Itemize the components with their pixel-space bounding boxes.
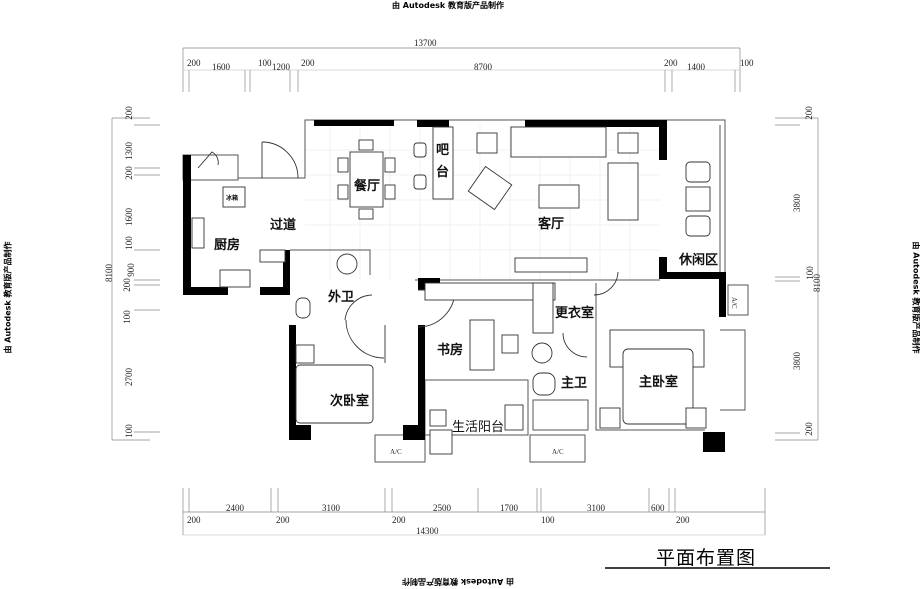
dim-left-seg: 1600 (124, 208, 134, 226)
dim-left-seg: 1300 (124, 142, 134, 160)
dim-top-seg: 8700 (474, 62, 492, 72)
dim-bottom-seg: 2500 (433, 503, 451, 513)
dim-top-seg: 1400 (687, 62, 705, 72)
ac-label: A/C (552, 448, 564, 456)
room-label-utility-balcony: 生活阳台 (452, 420, 505, 435)
fridge-label: 冰箱 (226, 195, 239, 202)
dim-top-seg: 100 (740, 58, 754, 68)
dim-top-total: 13700 (414, 38, 437, 48)
dim-bottom-wall: 200 (187, 515, 201, 525)
room-label-kitchen: 厨房 (214, 238, 241, 253)
dim-bottom-wall: 200 (276, 515, 290, 525)
dim-top-seg: 100 (258, 58, 272, 68)
dim-top-seg: 200 (187, 58, 201, 68)
ac-label: A/C (730, 297, 738, 309)
dim-left-seg: 200 (121, 278, 132, 292)
dim-bottom-seg: 1700 (500, 503, 518, 513)
room-label-corridor: 过道 (270, 218, 297, 233)
dim-top-seg: 1600 (212, 62, 230, 72)
dim-top-seg: 1200 (272, 62, 290, 72)
dim-left-seg: 900 (125, 263, 136, 277)
watermark-top: 由 Autodesk 教育版产品制作 (392, 1, 505, 10)
dim-right-seg: 200 (803, 106, 814, 120)
dim-bottom-total: 14300 (416, 526, 439, 536)
room-label-leisure: 休闲区 (679, 253, 719, 268)
dim-top-seg: 200 (301, 58, 315, 68)
room-label-living: 客厅 (538, 217, 565, 232)
dim-right-seg: 3800 (792, 352, 802, 370)
drawing-title: 平面布置图 (656, 547, 757, 569)
room-label-bar: 吧台 (436, 143, 450, 180)
dim-left-seg: 100 (121, 310, 132, 324)
dim-bottom-seg: 2400 (226, 503, 244, 513)
dim-left-seg: 2700 (124, 368, 134, 386)
dim-left-total: 8100 (104, 264, 114, 282)
dim-right-seg: 200 (803, 422, 814, 436)
room-label-guest-bath: 外卫 (328, 290, 355, 305)
room-label-second-bedroom: 次卧室 (330, 394, 370, 409)
dim-bottom-seg: 3100 (587, 503, 605, 513)
dim-left-seg: 200 (123, 166, 134, 180)
room-label-master-bedroom: 主卧室 (639, 375, 679, 390)
room-label-master-bath: 主卫 (561, 376, 588, 391)
room-label-dining: 餐厅 (354, 179, 381, 194)
dim-right-seg: 3800 (792, 194, 802, 212)
dim-bottom-wall: 100 (541, 515, 555, 525)
dim-left-seg: 100 (123, 236, 134, 250)
room-label-study: 书房 (437, 343, 464, 358)
dim-bottom-wall: 200 (676, 515, 690, 525)
ac-label: A/C (390, 448, 402, 456)
dim-bottom-wall: 200 (392, 515, 406, 525)
dim-bottom-seg: 600 (651, 503, 665, 513)
dim-right-total: 8100 (812, 274, 822, 292)
room-label-closet: 更衣室 (555, 306, 595, 321)
dim-bottom-seg: 3100 (322, 503, 340, 513)
dim-top-seg: 200 (664, 58, 678, 68)
dim-left-seg: 200 (123, 106, 134, 120)
dim-left-seg: 100 (123, 424, 134, 438)
